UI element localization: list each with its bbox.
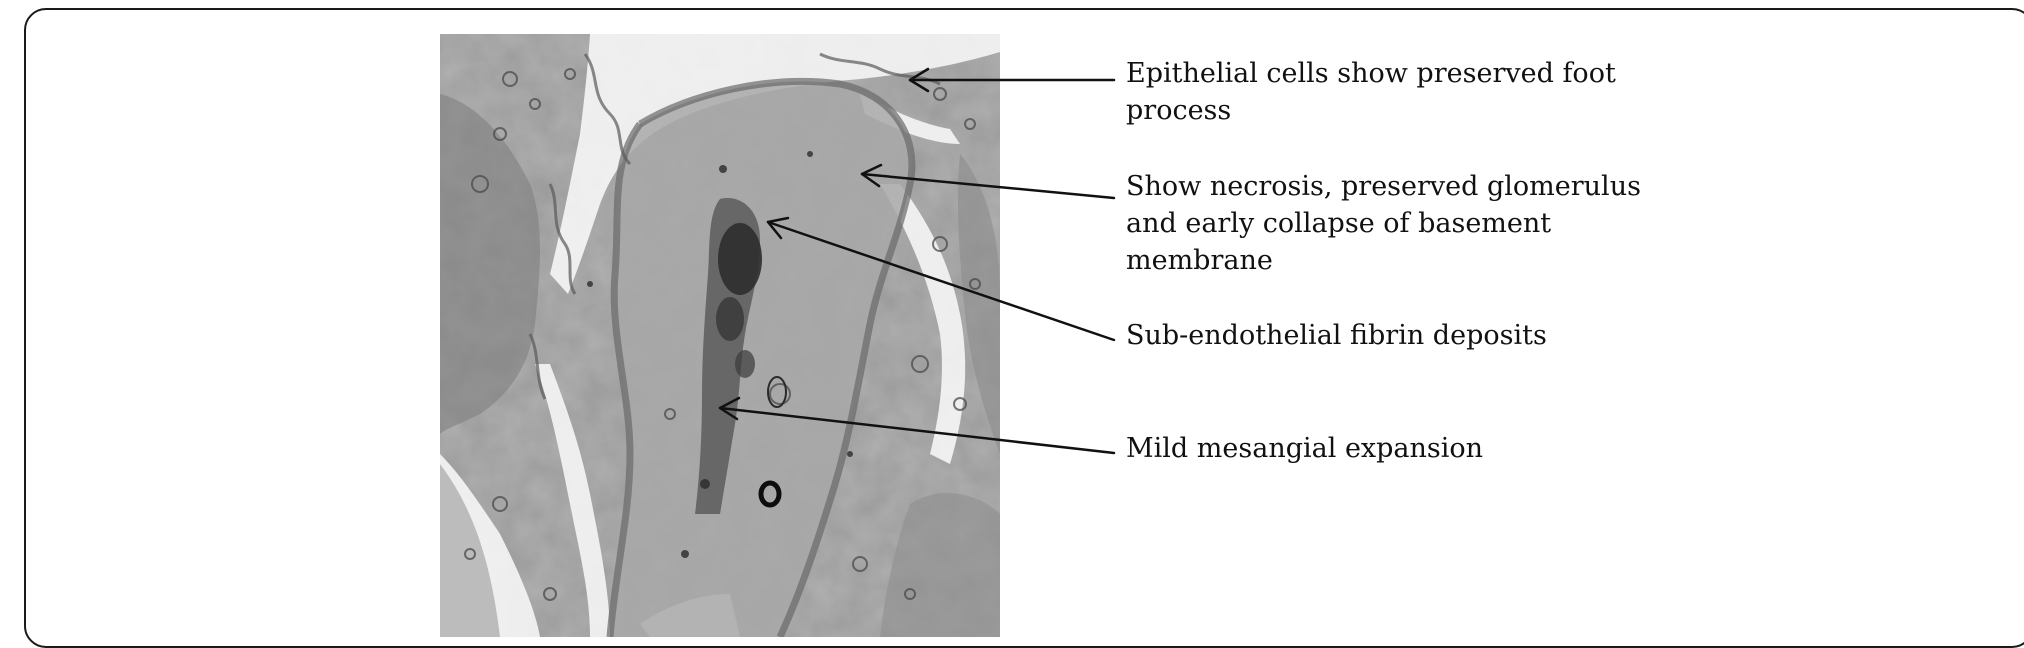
electron-micrograph — [440, 34, 1000, 637]
label-mesangial-expansion: Mild mesangial expansion — [1126, 433, 1484, 464]
figure-frame — [24, 8, 2024, 648]
label-fibrin-deposits: Sub-endothelial fibrin deposits — [1126, 320, 1547, 351]
label-foot-process: Epithelial cells show preserved foot pro… — [1126, 58, 1616, 126]
label-necrosis-glomerulus: Show necrosis, preserved glomerulus and … — [1126, 171, 1641, 276]
